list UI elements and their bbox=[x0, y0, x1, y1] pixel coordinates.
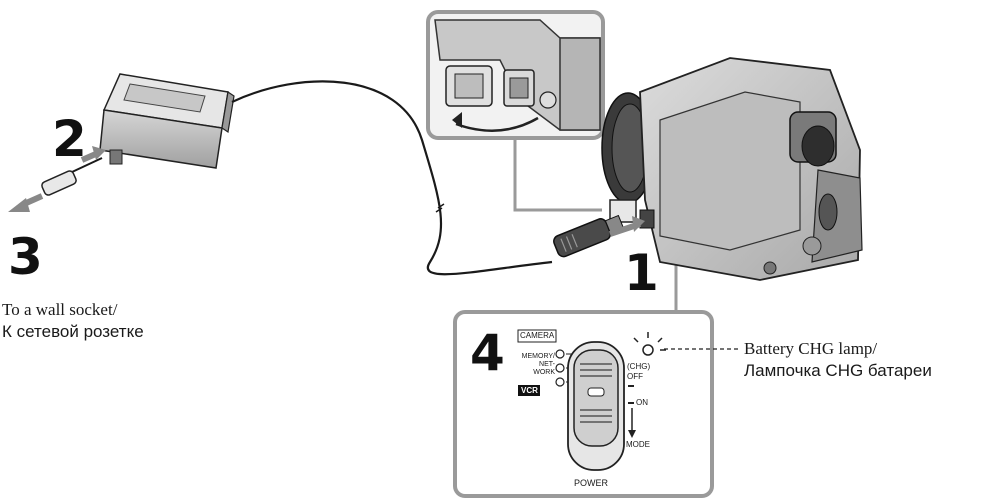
lamp-caption-ru: Лампочка CHG батареи bbox=[744, 361, 932, 380]
memory-label-line1: MEMORY/ bbox=[521, 353, 555, 360]
dc-cable bbox=[231, 80, 553, 276]
memory-label-line3: WORK bbox=[533, 369, 555, 376]
wall-socket-caption-en: To a wall socket/ bbox=[2, 300, 118, 319]
memory-label-line2: NET- bbox=[539, 361, 555, 368]
step-number-4: 4 bbox=[470, 324, 505, 382]
dc-plug bbox=[553, 214, 625, 258]
step-number-3: 3 bbox=[8, 228, 43, 286]
camera-mode-label: CAMERA bbox=[520, 331, 555, 340]
vcr-mode-label: VCR bbox=[521, 386, 538, 395]
memory-network-label: MEMORY/ NET- WORK bbox=[519, 353, 555, 377]
lamp-caption-en: Battery CHG lamp/ bbox=[744, 339, 878, 358]
camcorder bbox=[601, 57, 863, 281]
zoom-panel-dc-in bbox=[426, 10, 605, 140]
wall-socket-caption-ru: К сетевой розетке bbox=[2, 322, 144, 341]
on-label: ON bbox=[636, 398, 648, 407]
step-number-2: 2 bbox=[52, 110, 87, 168]
mains-plug bbox=[8, 146, 106, 212]
switch-panel bbox=[453, 310, 740, 498]
chg-label: (CHG) bbox=[627, 362, 651, 371]
callout-line-top bbox=[513, 138, 602, 212]
power-label: POWER bbox=[574, 478, 609, 488]
mode-label: MODE bbox=[626, 440, 650, 449]
ac-adapter bbox=[99, 73, 235, 169]
step-number-1: 1 bbox=[624, 244, 659, 302]
off-label: OFF bbox=[627, 372, 643, 381]
